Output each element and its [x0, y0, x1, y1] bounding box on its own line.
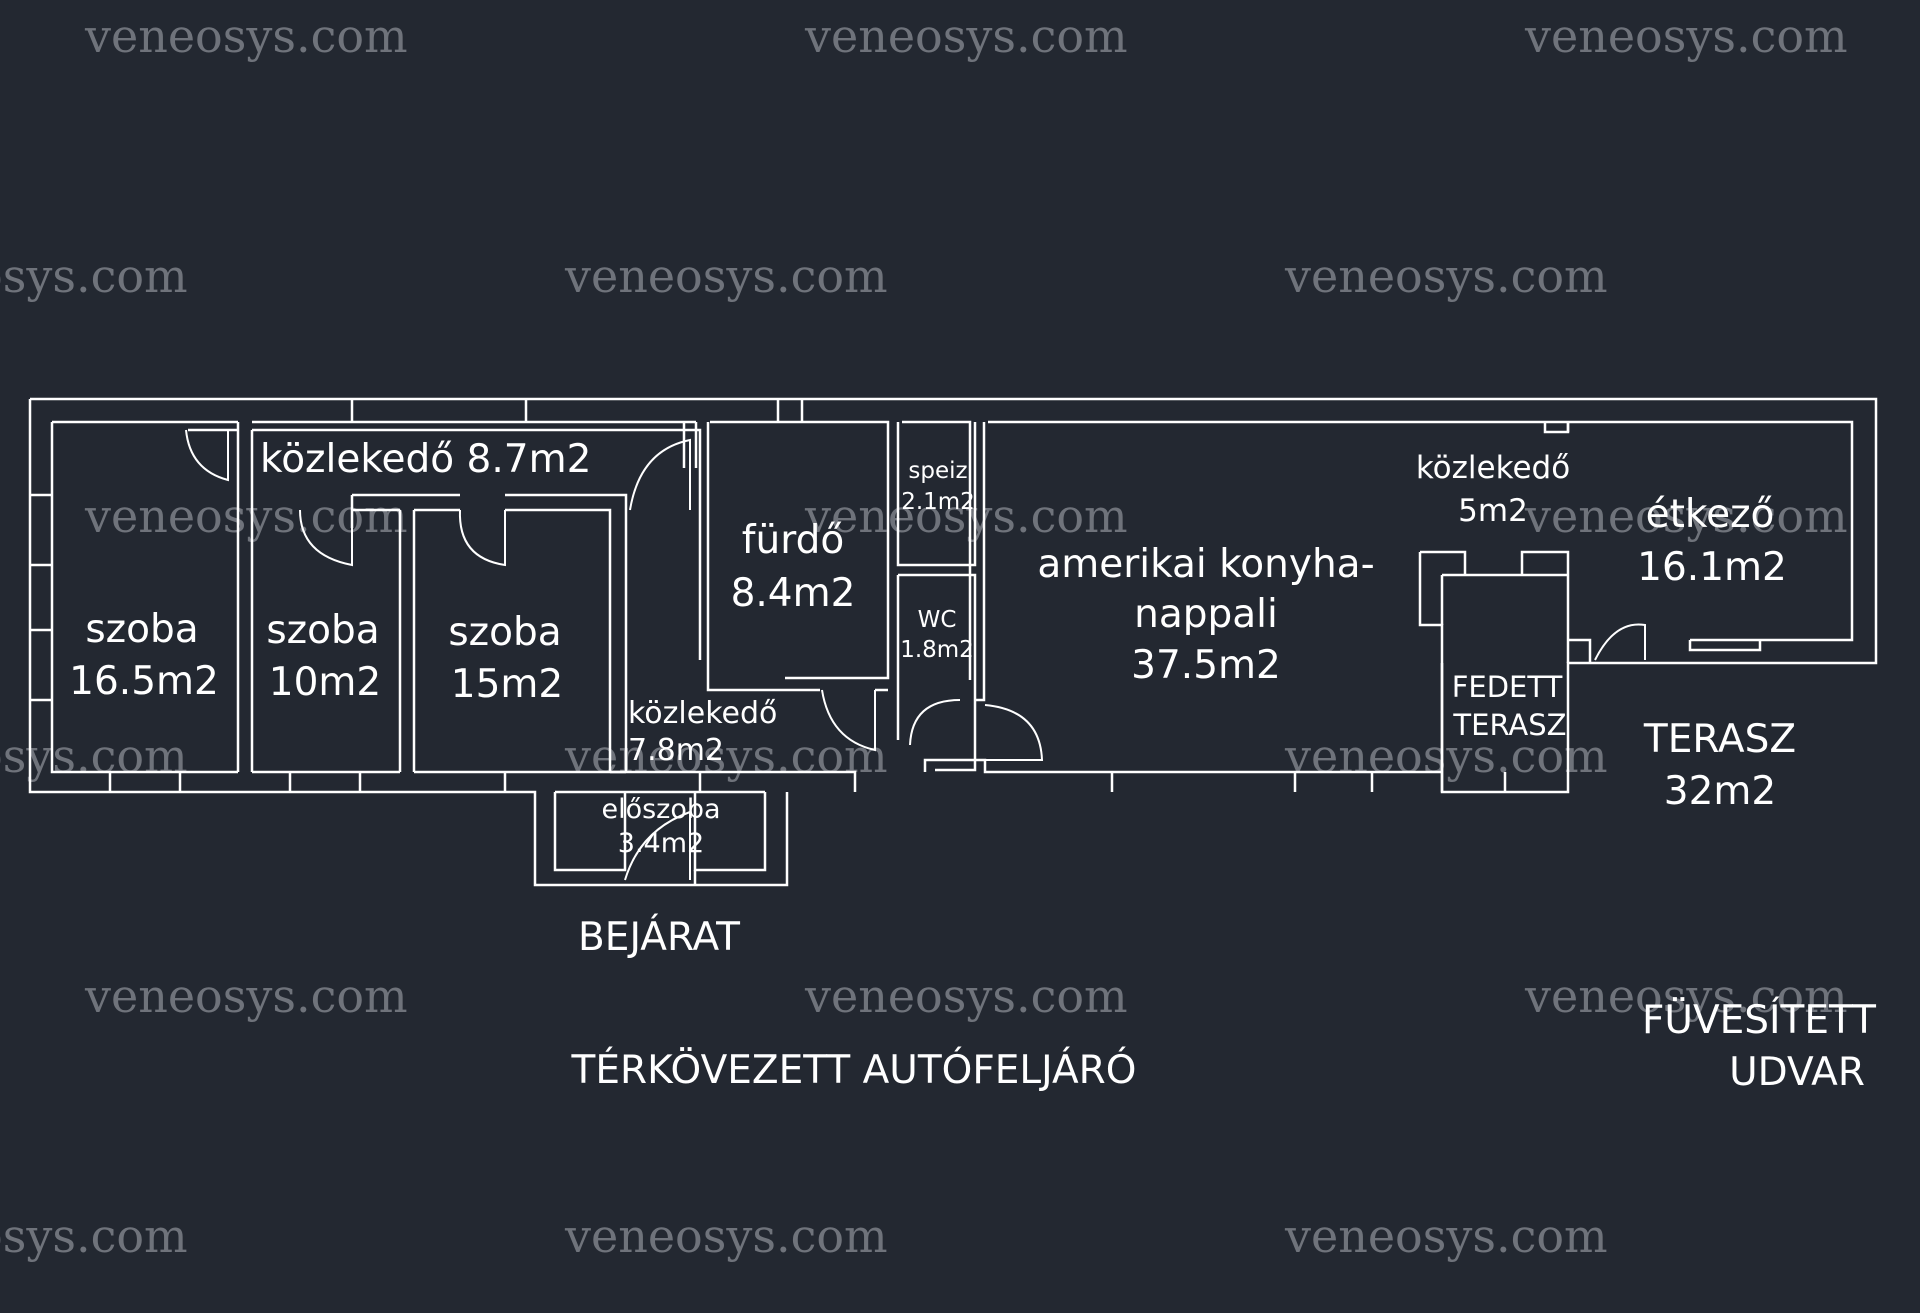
watermark: veneosys.com — [564, 249, 888, 303]
udvar-line2: UDVAR — [1729, 1050, 1865, 1095]
udvar-line1: FÜVESÍTETT — [1642, 996, 1876, 1043]
room-speiz-name: speiz — [908, 458, 967, 484]
watermark: veneosys.com — [564, 1209, 888, 1263]
room-fedett-line1: FEDETT — [1452, 670, 1563, 704]
door-szoba3 — [458, 509, 506, 567]
room-kozlekedo-5-name: közlekedő — [1416, 450, 1570, 486]
watermark: veneosys.com — [1284, 1209, 1608, 1263]
door-konyha — [984, 704, 1044, 761]
room-szoba-3-name: szoba — [448, 610, 561, 655]
door-wc — [909, 699, 961, 746]
room-furdo-area: 8.4m2 — [731, 571, 856, 616]
door-szoba2 — [299, 509, 353, 567]
terasz-name: TERASZ — [1643, 717, 1796, 762]
watermark: veneosys.com — [84, 9, 408, 63]
watermark: veneosys.com — [0, 249, 188, 303]
room-konyha-line1: amerikai konyha- — [1037, 542, 1374, 587]
door-furdo — [821, 689, 876, 752]
watermark: veneosys.com — [1284, 249, 1608, 303]
room-fedett-line2: TERASZ — [1452, 708, 1566, 742]
room-etkezo-name: étkező — [1646, 492, 1775, 537]
watermark: veneosys.com — [804, 9, 1128, 63]
watermark: veneosys.com — [804, 489, 1128, 543]
watermark: veneosys.com — [0, 729, 188, 783]
room-etkezo-area: 16.1m2 — [1637, 545, 1787, 590]
room-wc-area: 1.8m2 — [900, 637, 974, 663]
room-kozlekedo-5-area: 5m2 — [1458, 493, 1528, 529]
watermark-layer: veneosys.com veneosys.com veneosys.com v… — [0, 9, 1848, 1263]
watermark: veneosys.com — [84, 489, 408, 543]
watermark: veneosys.com — [84, 969, 408, 1023]
watermark: veneosys.com — [0, 1209, 188, 1263]
door-eloszoba — [624, 810, 691, 881]
room-konyha-line2: nappali — [1134, 592, 1278, 637]
door-etkezo — [1594, 623, 1646, 661]
room-furdo-name: fürdő — [742, 518, 844, 563]
terasz-area: 32m2 — [1664, 769, 1776, 814]
room-szoba-2-name: szoba — [266, 608, 379, 653]
room-wc-name: WC — [918, 607, 957, 633]
outside-labels: TERASZ 32m2 BEJÁRAT TÉRKÖVEZETT AUTÓFELJ… — [571, 717, 1877, 1095]
room-speiz-area: 2.1m2 — [901, 489, 975, 515]
door-kozl1 — [185, 429, 229, 482]
doors — [185, 429, 1646, 881]
autofeljaro-label: TÉRKÖVEZETT AUTÓFELJÁRÓ — [571, 1046, 1137, 1093]
watermark: veneosys.com — [1284, 729, 1608, 783]
room-szoba-1-name: szoba — [85, 607, 198, 652]
room-kozlekedo-78-name: közlekedő — [628, 696, 777, 731]
room-szoba-1-area: 16.5m2 — [69, 659, 219, 704]
room-kozlekedo-87: közlekedő 8.7m2 — [260, 437, 591, 482]
watermark: veneosys.com — [804, 969, 1128, 1023]
room-konyha-area: 37.5m2 — [1131, 643, 1281, 688]
room-szoba-3-area: 15m2 — [451, 662, 563, 707]
door-kozl2 — [629, 438, 691, 511]
bejarat-label: BEJÁRAT — [578, 913, 740, 960]
watermark: veneosys.com — [1524, 9, 1848, 63]
room-kozlekedo-78-area: 7.8m2 — [628, 733, 724, 768]
watermark: veneosys.com — [1524, 969, 1848, 1023]
watermark: veneosys.com — [564, 729, 888, 783]
room-szoba-2-area: 10m2 — [269, 660, 381, 705]
watermark: veneosys.com — [1524, 489, 1848, 543]
room-labels: közlekedő 8.7m2 szoba 16.5m2 szoba 10m2 … — [69, 437, 1787, 859]
room-eloszoba-name: előszoba — [601, 794, 720, 825]
room-eloszoba-area: 3.4m2 — [618, 828, 704, 859]
